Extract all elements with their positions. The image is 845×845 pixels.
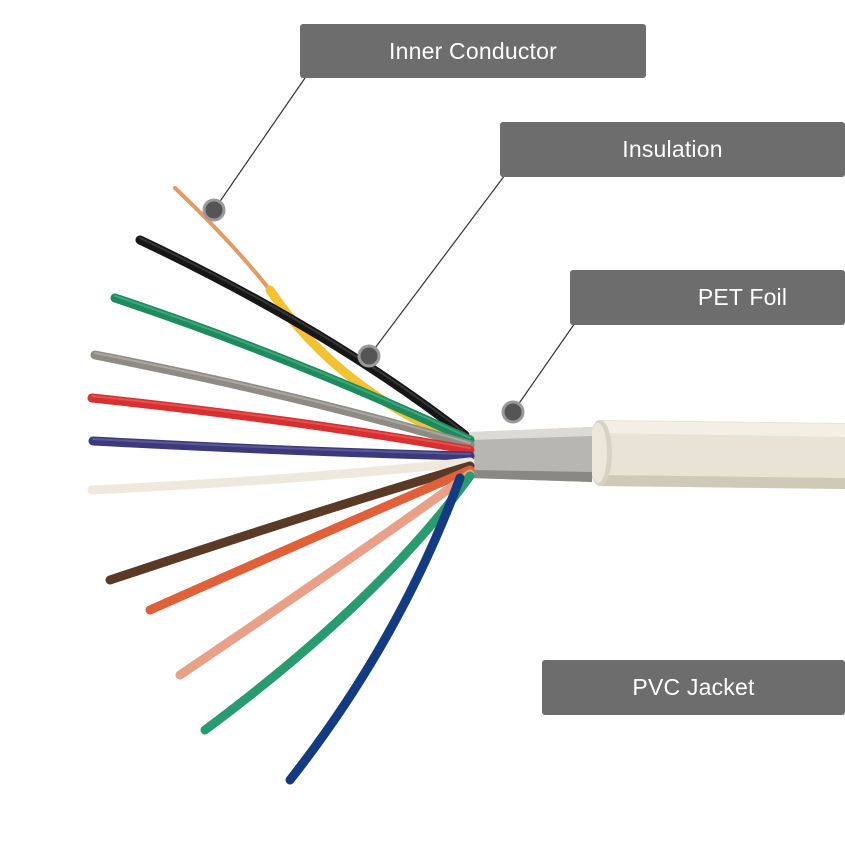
- leader-insulation: [368, 174, 506, 357]
- wire-red: [87, 393, 475, 455]
- wire-bundle: [87, 186, 475, 785]
- wire-teal: [200, 471, 475, 735]
- leader-inner-conductor: [213, 77, 306, 211]
- wire-black: [135, 235, 470, 440]
- pvc-jacket: [588, 420, 845, 489]
- label-pet-foil: PET Foil: [570, 270, 845, 325]
- marker-inner-conductor: [202, 198, 226, 222]
- label-pvc-jacket: PVC Jacket: [542, 660, 845, 715]
- label-inner-conductor: Inner Conductor: [300, 24, 646, 78]
- wire-navy: [285, 473, 465, 785]
- wire-purple: [88, 436, 475, 461]
- wire-gray: [90, 350, 475, 450]
- wire-white: [87, 457, 475, 495]
- marker-pet-foil: [501, 400, 525, 424]
- pet-foil: [470, 427, 592, 482]
- wire-green: [110, 293, 475, 445]
- leader-pet-foil: [512, 322, 576, 413]
- label-insulation: Insulation: [500, 122, 845, 177]
- wire-brown: [105, 461, 475, 585]
- copper-conductor: [173, 186, 272, 292]
- wire-pink: [175, 469, 475, 680]
- marker-insulation: [357, 344, 381, 368]
- callouts: [202, 77, 576, 424]
- wire-orange: [145, 465, 475, 615]
